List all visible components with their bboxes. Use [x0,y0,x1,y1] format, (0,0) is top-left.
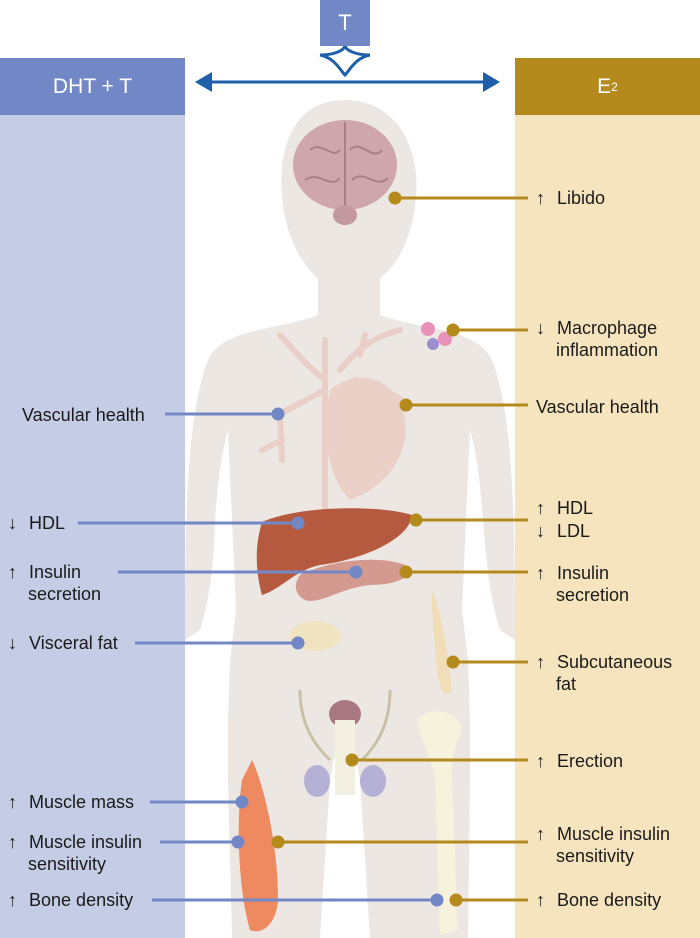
right-label: ↑ Insulin [536,563,610,583]
reproductive-organs [298,689,392,762]
right-label: inflammation [556,340,659,360]
right-label: ↑ Muscle insulin [536,824,671,844]
right-label: Vascular health [536,397,659,417]
left-label: ↓ Visceral fat [8,633,118,653]
left-label: Vascular health [22,405,145,425]
macrophage-cell [421,322,435,336]
left-label: ↑ Muscle mass [8,792,135,812]
left-label: ↑ Insulin [8,562,82,582]
left-label: ↑ Muscle insulin [8,832,143,852]
e2-column [515,58,700,938]
right-label: ↑ Subcutaneous [536,652,673,672]
femur [418,711,462,935]
right-arrowhead [483,72,500,92]
right-label: ↓ LDL [536,521,591,541]
heart [326,377,406,500]
testosterone-box: T [320,0,370,46]
t-bracket [319,44,371,78]
left-arrowhead [195,72,212,92]
right-label: ↑ Libido [536,188,606,208]
dht-t-column [0,58,185,938]
right-label: ↑ HDL [536,498,594,518]
left-label: ↑ Bone density [8,890,134,910]
left-label: secretion [28,584,102,604]
right-label: sensitivity [556,846,635,866]
right-label: secretion [556,585,630,605]
pancreas [295,559,408,601]
right-label: fat [556,674,577,694]
macrophage-cell [438,332,452,346]
left-label: ↓ HDL [8,513,66,533]
macrophage-cell [427,338,439,350]
subcutaneous-fat [431,590,452,694]
right-label: ↓ Macrophage [536,318,658,338]
right-label: ↑ Bone density [536,890,662,910]
right-label: ↑ Erection [536,751,624,771]
dht-t-header: DHT + T [0,58,185,115]
left-label: sensitivity [28,854,107,874]
thigh-muscle [238,760,278,932]
